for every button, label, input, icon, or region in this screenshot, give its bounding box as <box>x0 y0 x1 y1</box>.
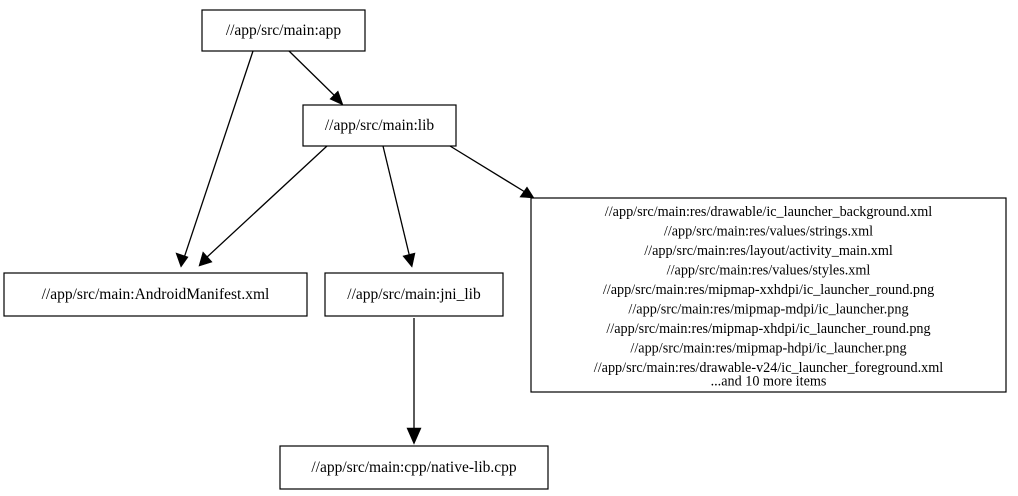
node-jni-lib-label: //app/src/main:jni_lib <box>347 286 481 303</box>
node-app[interactable]: //app/src/main:app <box>201 9 366 52</box>
node-resources-line-4: //app/src/main:res/values/styles.xml <box>667 263 871 279</box>
node-native-lib[interactable]: //app/src/main:cpp/native-lib.cpp <box>279 445 549 490</box>
node-jni-lib[interactable]: //app/src/main:jni_lib <box>324 272 504 317</box>
node-lib-label: //app/src/main:lib <box>325 117 435 134</box>
node-android-manifest[interactable]: //app/src/main:AndroidManifest.xml <box>3 272 308 317</box>
edge-app-to-manifest <box>175 50 254 268</box>
node-resources-overflow-label: ...and 10 more items <box>711 374 827 390</box>
edge-app-to-lib <box>288 50 344 106</box>
node-lib[interactable]: //app/src/main:lib <box>302 104 457 147</box>
node-resources-line-6: //app/src/main:res/mipmap-mdpi/ic_launch… <box>628 302 908 318</box>
node-resources-line-7: //app/src/main:res/mipmap-xhdpi/ic_launc… <box>606 321 930 337</box>
node-resources-line-1: //app/src/main:res/drawable/ic_launcher_… <box>605 204 932 220</box>
node-app-label: //app/src/main:app <box>226 22 342 39</box>
edge-lib-to-manifest <box>198 145 328 267</box>
edge-group <box>175 50 535 445</box>
edge-lib-to-resources <box>449 145 535 199</box>
node-native-lib-label: //app/src/main:cpp/native-lib.cpp <box>311 459 517 476</box>
edge-jni-lib-to-native-lib <box>406 318 422 445</box>
node-android-manifest-label: //app/src/main:AndroidManifest.xml <box>42 286 270 303</box>
node-resources-line-9: //app/src/main:res/drawable-v24/ic_launc… <box>594 360 944 376</box>
node-resources-line-3: //app/src/main:res/layout/activity_main.… <box>644 243 893 259</box>
node-resources-line-5: //app/src/main:res/mipmap-xxhdpi/ic_laun… <box>603 282 934 298</box>
node-resources[interactable]: //app/src/main:res/drawable/ic_launcher_… <box>530 197 1007 393</box>
node-resources-line-2: //app/src/main:res/values/strings.xml <box>664 224 873 240</box>
edge-lib-to-jni-lib <box>382 145 416 268</box>
node-resources-line-8: //app/src/main:res/mipmap-hdpi/ic_launch… <box>630 341 906 357</box>
